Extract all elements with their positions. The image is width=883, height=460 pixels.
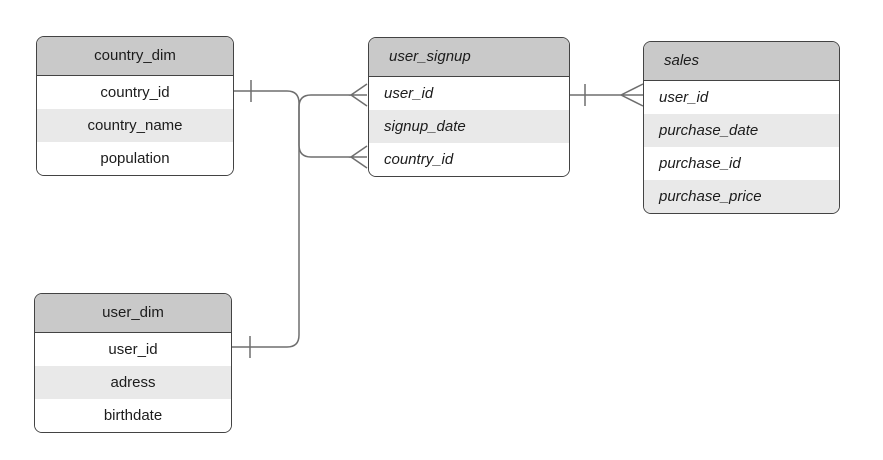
field-birthdate: birthdate — [35, 399, 231, 432]
relationship-country-dim-to-user-signup[interactable] — [233, 80, 368, 169]
field-population: population — [37, 142, 233, 175]
field-purchase-date: purchase_date — [644, 114, 839, 147]
field-country-id: country_id — [37, 76, 233, 109]
entity-title: sales — [644, 42, 839, 81]
field-signup-date: signup_date — [369, 110, 569, 143]
crow-foot-many-icon — [348, 145, 368, 169]
relationship-user-signup-to-sales[interactable] — [569, 83, 644, 107]
field-user-id: user_id — [35, 333, 231, 366]
connector-line — [231, 94, 351, 348]
entity-country-dim[interactable]: country_dim country_id country_name popu… — [36, 36, 234, 176]
entity-user-signup[interactable]: user_signup user_id signup_date country_… — [368, 37, 570, 177]
crow-foot-many-icon — [620, 83, 644, 107]
field-country-id: country_id — [369, 143, 569, 176]
crow-foot-many-icon — [348, 83, 368, 107]
field-purchase-price: purchase_price — [644, 180, 839, 213]
entity-user-dim[interactable]: user_dim user_id adress birthdate — [34, 293, 232, 433]
entity-title: country_dim — [37, 37, 233, 76]
entity-title: user_signup — [369, 38, 569, 77]
relationship-user-dim-to-user-signup[interactable] — [231, 83, 368, 358]
entity-title: user_dim — [35, 294, 231, 333]
field-user-id: user_id — [369, 77, 569, 110]
field-purchase-id: purchase_id — [644, 147, 839, 180]
field-user-id: user_id — [644, 81, 839, 114]
entity-sales[interactable]: sales user_id purchase_date purchase_id … — [643, 41, 840, 214]
field-country-name: country_name — [37, 109, 233, 142]
field-adress: adress — [35, 366, 231, 399]
